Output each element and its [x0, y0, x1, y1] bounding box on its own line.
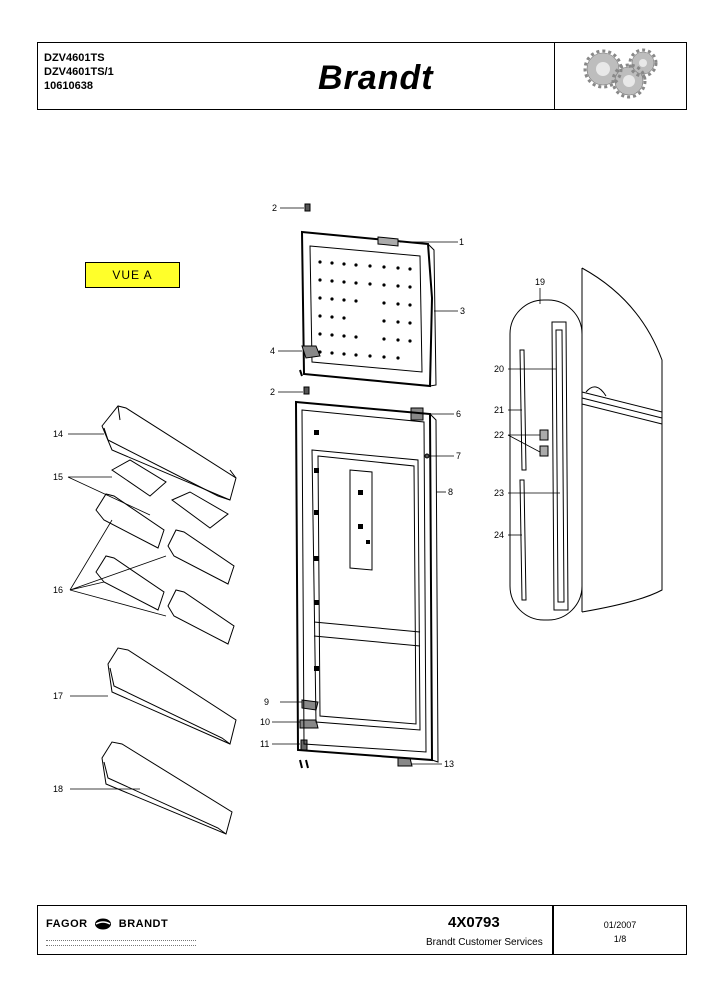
document-reference: 4X0793 — [448, 914, 500, 931]
view-label: VUE A — [85, 262, 180, 288]
callout-numbers: 2 1 3 4 2 6 7 8 9 10 11 13 14 15 16 17 1… — [53, 203, 545, 794]
brand-logo: Brandt — [318, 59, 434, 97]
brandt-wordmark: BRANDT — [118, 918, 169, 930]
date-page-box: 01/2007 1/8 — [552, 906, 686, 954]
leader-lines — [67, 207, 560, 790]
callout-1: 1 — [459, 237, 464, 247]
door-shelves — [95, 405, 237, 835]
footer-block: FAGOR BRANDT 4X0793 Brandt Customer Serv… — [37, 905, 687, 955]
callout-24: 24 — [494, 530, 504, 540]
model-list: DZV4601TS DZV4601TS/1 10610638 — [44, 51, 114, 93]
callout-22: 22 — [494, 430, 504, 440]
callout-14: 14 — [53, 429, 63, 439]
callout-15: 15 — [53, 472, 63, 482]
callout-7: 7 — [456, 451, 461, 461]
callout-21: 21 — [494, 405, 504, 415]
callout-2a: 2 — [272, 203, 277, 213]
callout-16: 16 — [53, 585, 63, 595]
callout-3: 3 — [460, 306, 465, 316]
product-code: 10610638 — [44, 80, 93, 92]
callout-8: 8 — [448, 487, 453, 497]
service-name: Brandt Customer Services — [426, 937, 543, 948]
gears-logo-box — [554, 43, 686, 109]
callout-19: 19 — [535, 277, 545, 287]
callout-11: 11 — [260, 739, 269, 749]
model-number-1: DZV4601TS — [44, 52, 105, 64]
gasket-detail — [509, 299, 583, 621]
document-date: 01/2007 — [603, 920, 637, 930]
callout-4: 4 — [270, 346, 275, 356]
callout-2b: 2 — [270, 387, 275, 397]
fagor-wordmark: FAGOR — [46, 918, 88, 930]
hinge-parts — [299, 203, 430, 769]
page-number: 1/8 — [613, 934, 627, 944]
gears-icon — [583, 48, 658, 99]
callout-10: 10 — [260, 717, 270, 727]
fine-print — [46, 940, 196, 946]
callout-17: 17 — [53, 691, 63, 701]
cabinet-side — [581, 267, 663, 613]
model-number-2: DZV4601TS/1 — [44, 66, 114, 78]
callout-18: 18 — [53, 784, 63, 794]
label-plate — [377, 236, 399, 247]
callout-6: 6 — [456, 409, 461, 419]
title-block: DZV4601TS DZV4601TS/1 10610638 Brandt — [37, 42, 687, 110]
fagor-brandt-logo: FAGOR BRANDT — [46, 918, 168, 930]
freezer-door — [300, 230, 437, 388]
callout-23: 23 — [494, 488, 504, 498]
fridge-door — [294, 400, 439, 763]
callout-13: 13 — [444, 759, 454, 769]
callout-9: 9 — [264, 697, 269, 707]
swirl-icon — [95, 918, 112, 930]
callout-20: 20 — [494, 364, 504, 374]
